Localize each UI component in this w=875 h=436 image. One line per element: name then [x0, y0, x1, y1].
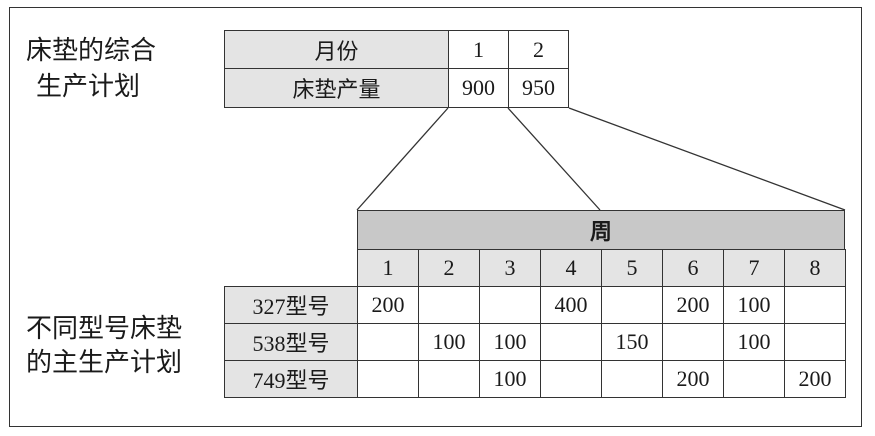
plan-value: 100: [737, 292, 771, 317]
month-1: 1: [473, 36, 484, 62]
plan-value: 200: [798, 366, 832, 391]
plan-value: 200: [676, 366, 710, 391]
quantity-1: 900: [462, 75, 495, 100]
aggregate-plan-label-line1: 床垫的综合: [26, 36, 157, 65]
week-number: 5: [626, 255, 638, 280]
plan-value: 100: [737, 329, 771, 354]
connector-line-2: [507, 107, 601, 211]
plan-value-cell: [357, 323, 419, 361]
week-number-cell: 1: [357, 249, 419, 287]
plan-value-cell: [418, 286, 480, 324]
plan-value: 100: [432, 329, 466, 354]
plan-value-cell: [784, 286, 846, 324]
quantity-2: 950: [522, 75, 555, 100]
month-2: 2: [533, 36, 544, 62]
plan-value: 200: [676, 292, 710, 317]
plan-value-cell: 100: [723, 286, 785, 324]
model-name: 749型号: [252, 368, 330, 393]
plan-value-cell: [601, 286, 663, 324]
figure-frame: [9, 7, 862, 427]
model-name: 327型号: [252, 294, 330, 319]
week-number-cell: 7: [723, 249, 785, 287]
plan-value-cell: [784, 323, 846, 361]
product-header: 床垫产量: [292, 77, 381, 102]
aggregate-plan-label-line2: 生产计划: [36, 72, 141, 101]
week-number-cell: 3: [479, 249, 541, 287]
plan-value: 400: [554, 292, 588, 317]
plan-value-cell: 150: [601, 323, 663, 361]
week-number-cell: 8: [784, 249, 846, 287]
plan-value-cell: [540, 323, 602, 361]
quantity-1-cell: 900: [448, 68, 509, 108]
plan-value: 100: [493, 329, 527, 354]
model-cell: 749型号: [224, 360, 358, 398]
plan-value: 100: [493, 366, 527, 391]
model-name: 538型号: [252, 331, 330, 356]
plan-value-cell: 100: [723, 323, 785, 361]
week-number-cell: 5: [601, 249, 663, 287]
plan-value-cell: 100: [479, 323, 541, 361]
week-number: 8: [809, 255, 821, 280]
plan-value-cell: 200: [357, 286, 419, 324]
plan-value: 150: [615, 329, 649, 354]
week-number: 3: [504, 255, 516, 280]
week-number: 6: [687, 255, 699, 280]
plan-value-cell: 100: [479, 360, 541, 398]
plan-value-cell: 200: [784, 360, 846, 398]
week-number: 7: [748, 255, 760, 280]
connector-line-1: [356, 107, 449, 211]
plan-value: 200: [371, 292, 405, 317]
week-number: 2: [443, 255, 455, 280]
model-cell: 538型号: [224, 323, 358, 361]
week-number-cell: 2: [418, 249, 480, 287]
product-header-cell: 床垫产量: [224, 68, 449, 108]
plan-value-cell: [601, 360, 663, 398]
quantity-2-cell: 950: [508, 68, 569, 108]
plan-value-cell: [540, 360, 602, 398]
master-plan-label-line2: 的主生产计划: [26, 348, 183, 377]
plan-value-cell: 200: [662, 286, 724, 324]
master-plan-label-line1: 不同型号床垫: [26, 314, 183, 343]
plan-value-cell: [357, 360, 419, 398]
week-header: 周: [589, 219, 612, 244]
plan-value-cell: [418, 360, 480, 398]
week-number: 4: [565, 255, 577, 280]
week-number-cell: 4: [540, 249, 602, 287]
plan-value-cell: 400: [540, 286, 602, 324]
month-header: 月份: [314, 38, 359, 64]
connector-line-3: [568, 107, 846, 211]
week-number-cell: 6: [662, 249, 724, 287]
week-header-cell: 周: [357, 210, 845, 250]
plan-value-cell: 100: [418, 323, 480, 361]
plan-value-cell: [723, 360, 785, 398]
plan-value-cell: [479, 286, 541, 324]
model-cell: 327型号: [224, 286, 358, 324]
plan-value-cell: 200: [662, 360, 724, 398]
plan-value-cell: [662, 323, 724, 361]
week-number: 1: [382, 255, 394, 280]
